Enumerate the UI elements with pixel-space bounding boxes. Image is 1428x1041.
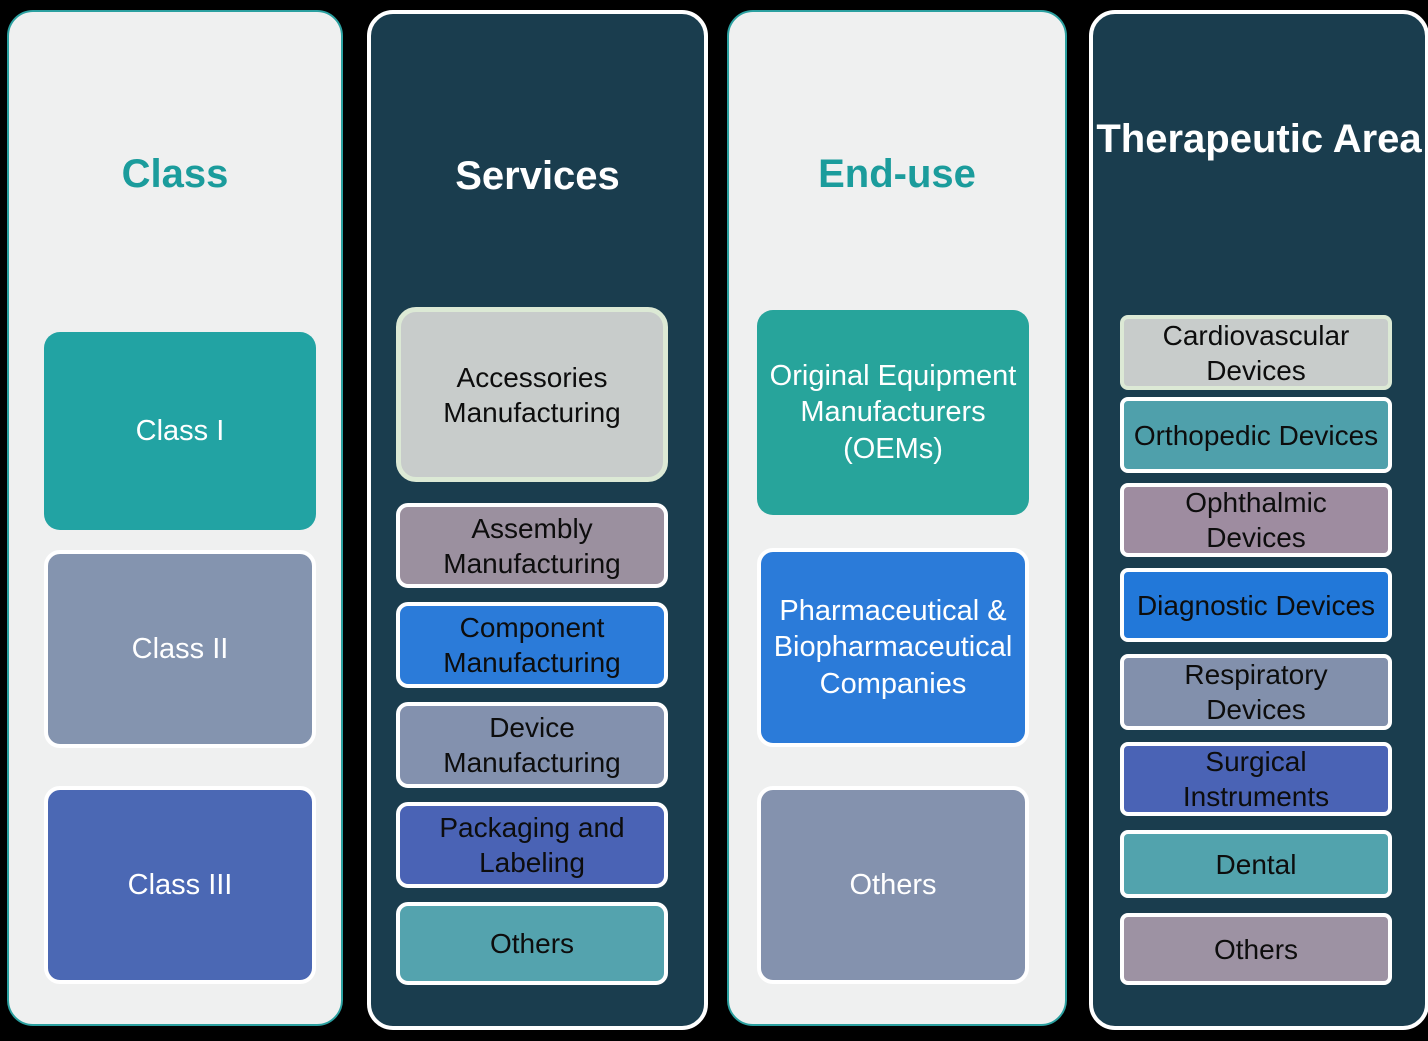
column-title-end-use: End-use xyxy=(818,152,976,196)
box-component-manufacturing: Component Manufacturing xyxy=(396,602,668,688)
box-end-use-others: Others xyxy=(757,786,1029,984)
box-accessories-manufacturing-label: Accessories Manufacturing xyxy=(443,361,621,428)
box-diagnostic-devices-label: Diagnostic Devices xyxy=(1136,589,1376,621)
box-packaging-and-labeling: Packaging and Labeling xyxy=(396,802,668,888)
box-services-others-label: Others xyxy=(489,928,575,959)
box-respiratory-devices: Respiratory Devices xyxy=(1120,654,1392,730)
box-diagnostic-devices: Diagnostic Devices xyxy=(1120,568,1392,642)
box-device-manufacturing: Device Manufacturing xyxy=(396,702,668,788)
box-class-ii-label: Class II xyxy=(131,632,229,665)
box-orthopedic-devices: Orthopedic Devices xyxy=(1120,397,1392,473)
box-surgical-instruments: Surgical Instruments xyxy=(1120,742,1392,816)
box-orthopedic-devices-label: Orthopedic Devices xyxy=(1133,419,1379,451)
box-cardiovascular-devices-label: Cardiovascular Devices xyxy=(1162,319,1350,386)
column-services: Services Accessories Manufacturing Assem… xyxy=(367,10,708,1030)
box-class-ii: Class II xyxy=(44,550,316,748)
column-title-class: Class xyxy=(121,152,229,196)
box-component-manufacturing-label: Component Manufacturing xyxy=(443,612,621,678)
box-respiratory-devices-label: Respiratory Devices xyxy=(1184,659,1328,725)
column-title-services: Services xyxy=(455,154,620,198)
box-cardiovascular-devices: Cardiovascular Devices xyxy=(1120,315,1392,390)
box-surgical-instruments-label: Surgical Instruments xyxy=(1182,746,1330,812)
column-title-therapeutic-area: Therapeutic Area xyxy=(1096,117,1422,161)
column-class: Class Class I Class II Class III xyxy=(7,10,343,1026)
box-packaging-and-labeling-label: Packaging and Labeling xyxy=(439,812,625,878)
column-end-use: End-use Original Equipment Manufacturers… xyxy=(727,10,1067,1026)
box-services-others: Others xyxy=(396,902,668,985)
box-ophthalmic-devices: Ophthalmic Devices xyxy=(1120,483,1392,557)
box-accessories-manufacturing: Accessories Manufacturing xyxy=(396,307,668,482)
box-class-iii: Class III xyxy=(44,786,316,984)
box-pharma-biopharma-companies-label: Pharmaceutical & Biopharmaceutical Compa… xyxy=(773,595,1013,700)
box-end-use-others-label: Others xyxy=(849,868,937,901)
box-therapeutic-others: Others xyxy=(1120,913,1392,985)
box-dental: Dental xyxy=(1120,830,1392,898)
box-class-i: Class I xyxy=(44,332,316,530)
box-device-manufacturing-label: Device Manufacturing xyxy=(443,712,621,778)
box-oems-label: Original Equipment Manufacturers (OEMs) xyxy=(769,360,1017,465)
box-dental-label: Dental xyxy=(1215,848,1297,880)
box-class-i-label: Class I xyxy=(135,414,225,447)
box-ophthalmic-devices-label: Ophthalmic Devices xyxy=(1185,487,1327,553)
box-pharma-biopharma-companies: Pharmaceutical & Biopharmaceutical Compa… xyxy=(757,548,1029,747)
box-therapeutic-others-label: Others xyxy=(1213,933,1299,965)
box-oems: Original Equipment Manufacturers (OEMs) xyxy=(757,310,1029,515)
box-class-iii-label: Class III xyxy=(127,868,233,901)
column-therapeutic-area: Therapeutic Area Cardiovascular Devices … xyxy=(1089,10,1428,1030)
box-assembly-manufacturing-label: Assembly Manufacturing xyxy=(443,512,621,579)
box-assembly-manufacturing: Assembly Manufacturing xyxy=(396,503,668,588)
